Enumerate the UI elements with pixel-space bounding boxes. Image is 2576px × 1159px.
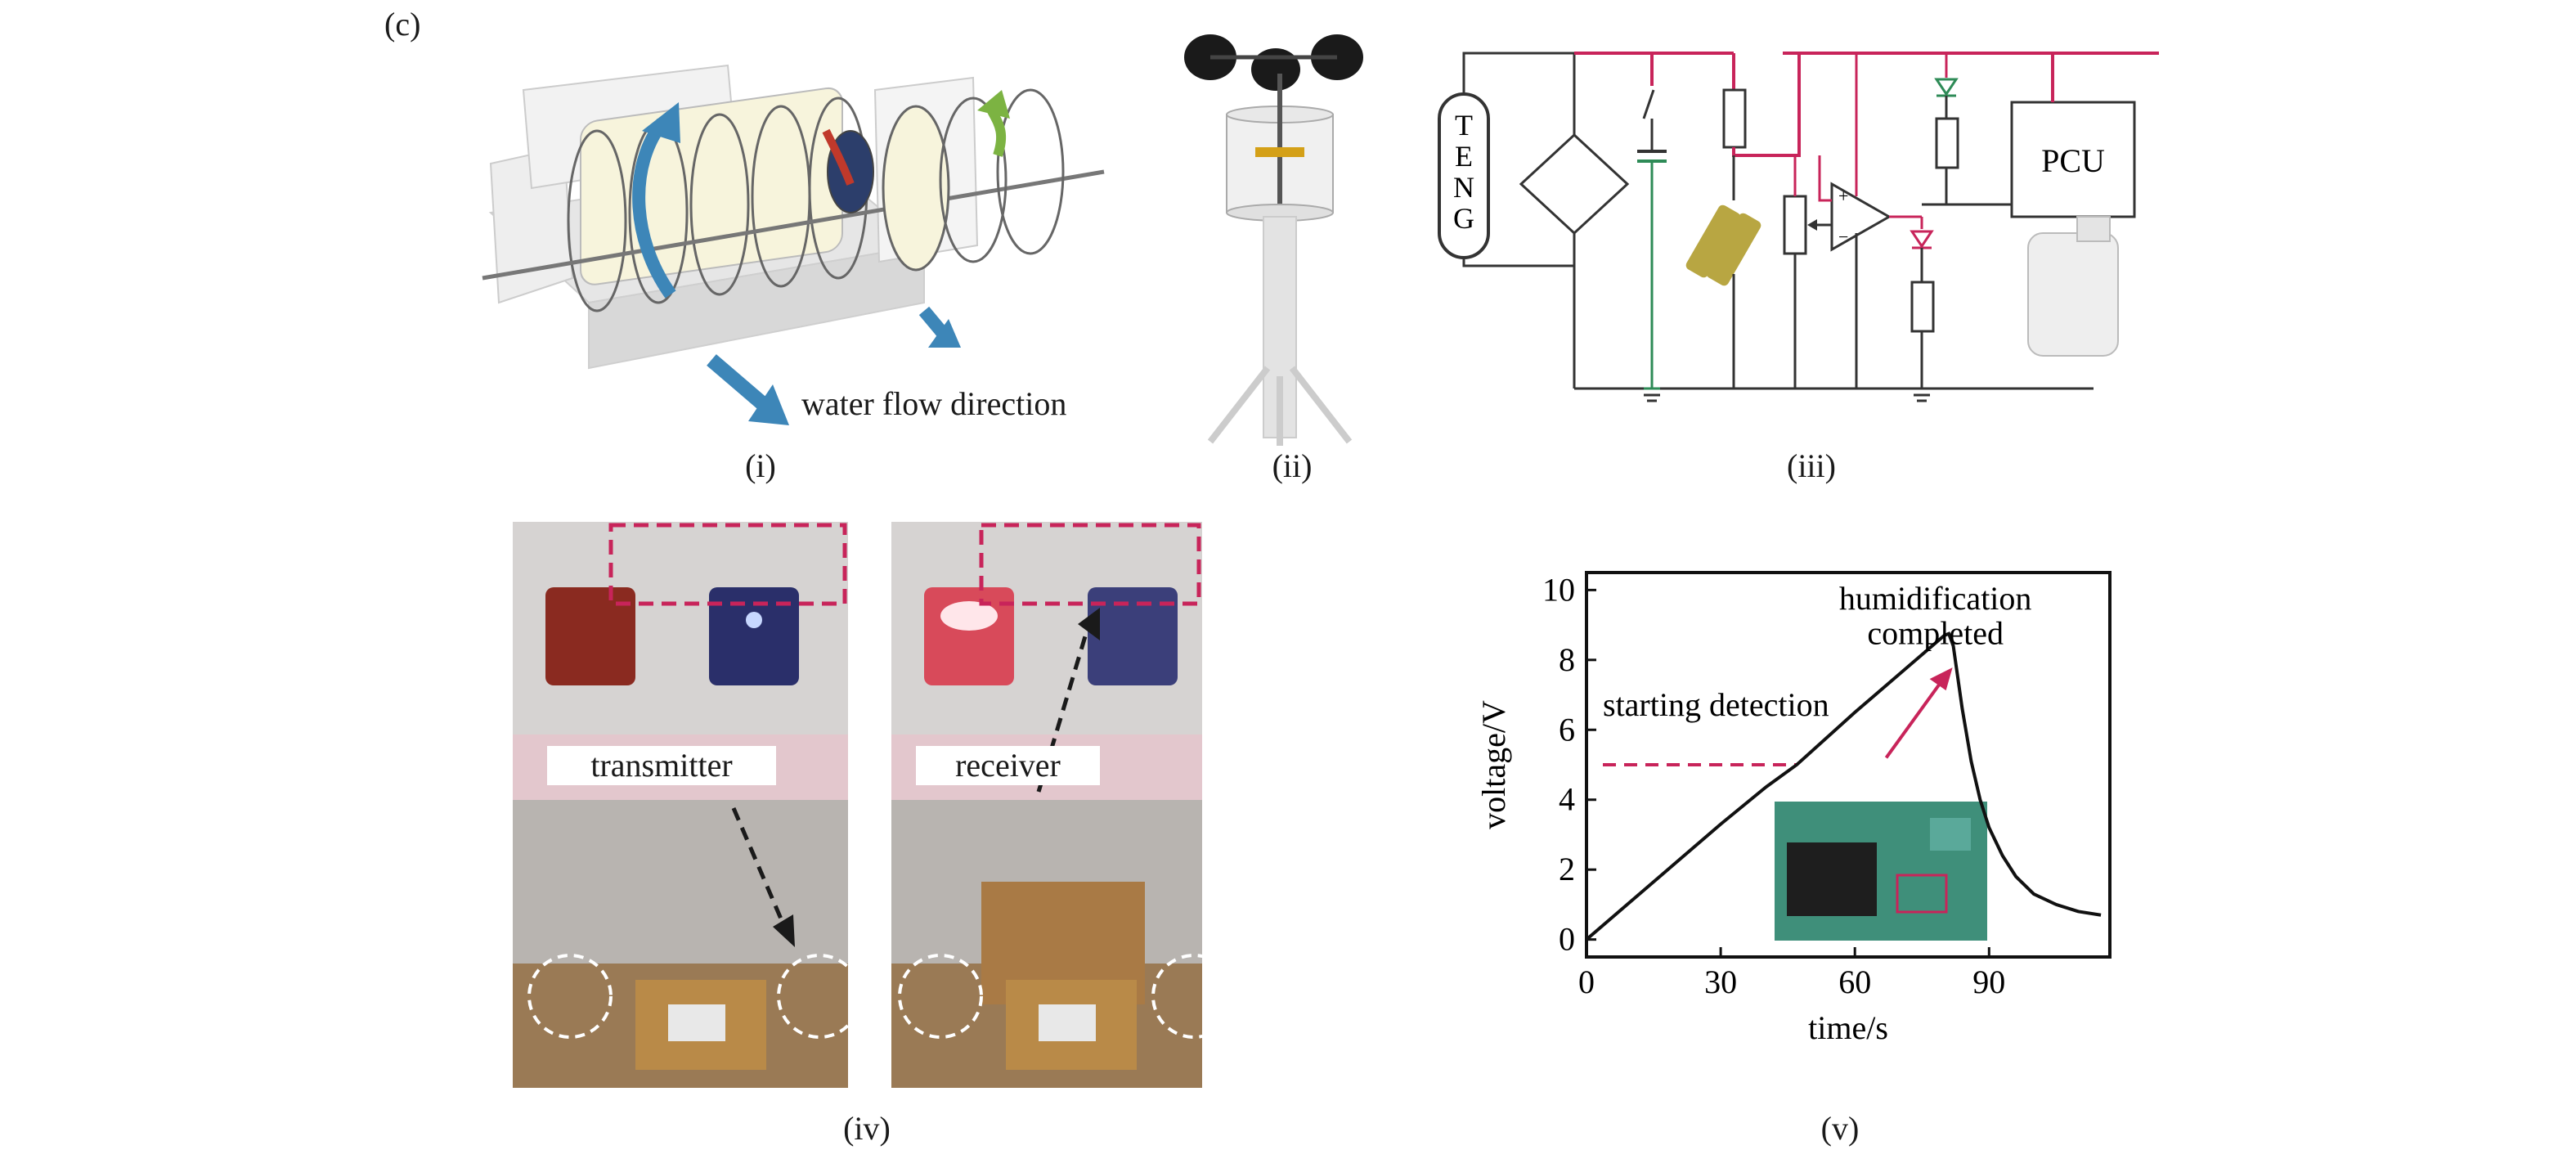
resistor-icon [1910, 281, 1935, 333]
svg-text:+: + [1838, 186, 1848, 206]
svg-text:−: − [1838, 227, 1848, 247]
annotation-completed: completed [1867, 615, 2004, 652]
photo-receiver: receiver [891, 522, 1202, 1088]
y-axis-label: voltage/V [1475, 700, 1512, 829]
receiver-caption: receiver [916, 746, 1100, 785]
annotation-arrow-icon [1884, 676, 1946, 759]
svg-text:G: G [1453, 202, 1474, 235]
x-tick-label: 60 [1838, 964, 1871, 1000]
subfigure-ii-illustration [1184, 34, 1363, 446]
svg-text:PCU: PCU [2041, 142, 2105, 179]
subfigure-i-illustration [482, 64, 1105, 425]
voltage-series-line [1585, 631, 2102, 941]
humidity-probe [1685, 204, 1741, 278]
pcu-box [2010, 101, 2136, 218]
subfigure-v-label: (v) [1820, 1110, 1860, 1147]
y-tick-label: 6 [1559, 711, 1575, 748]
resistor-icon [1722, 88, 1747, 149]
ground-icon [1644, 393, 1660, 402]
subfigure-i-label: (i) [745, 447, 776, 484]
ground-icon [1914, 393, 1930, 402]
red-led-icon [1910, 230, 1934, 249]
subfigure-iv-label: (iv) [843, 1110, 891, 1147]
dashed-circle [527, 954, 613, 1039]
anemometer-leg [1207, 366, 1271, 444]
x-tick-label: 30 [1704, 964, 1737, 1000]
water-flow-annotation: water flow direction [801, 385, 1067, 422]
rotation-arrow-blue-icon [632, 119, 676, 299]
annotation-arrowhead [1929, 667, 1953, 691]
annotation-starting-detection: starting detection [1603, 686, 1829, 723]
device-base-side [588, 244, 925, 370]
transmitter-caption: transmitter [547, 746, 776, 785]
anemometer-cup [1251, 48, 1300, 91]
device-blue [1088, 587, 1178, 685]
teng-cylinder-secondary [882, 88, 1065, 272]
dashed-circle [898, 954, 983, 1039]
shaft [482, 169, 1105, 281]
x-axis-label: time/s [1808, 1009, 1888, 1046]
green-led-icon [1934, 78, 1959, 97]
figure-label: (c) [384, 6, 421, 43]
rotation-arrow-red-icon [822, 128, 855, 186]
photo-transmitter: transmitter [513, 522, 848, 1088]
x-tick-label: 0 [1578, 964, 1595, 1000]
potentiometer-icon [1783, 195, 1807, 255]
inset-photo [1775, 802, 1987, 941]
dashed-highlight-box [979, 523, 1201, 606]
dashed-highlight-box [608, 523, 847, 606]
svg-text:E: E [1455, 140, 1473, 173]
svg-text:T: T [1455, 109, 1473, 142]
device-red [545, 587, 635, 685]
switch-icon [1642, 89, 1655, 119]
y-tick-label: 0 [1559, 921, 1575, 958]
y-tick-label: 10 [1542, 571, 1575, 608]
plot-frame [1585, 571, 2112, 959]
x-tick-label: 90 [1972, 964, 2005, 1000]
subfigure-iii-circuit: T E N G + − PCU [1438, 52, 2159, 402]
device-blue [709, 587, 799, 685]
annotation-humidification: humidification [1839, 580, 2032, 617]
y-tick-label: 8 [1559, 641, 1575, 678]
svg-text:N: N [1453, 171, 1474, 204]
y-tick-label: 2 [1559, 851, 1575, 887]
anemometer-leg [1289, 366, 1353, 444]
subfigure-ii-label: (ii) [1272, 447, 1313, 484]
resistor-icon [1935, 117, 1959, 169]
comparator-icon [1830, 182, 1892, 252]
subfigure-iii-label: (iii) [1787, 447, 1836, 484]
y-tick-label: 4 [1559, 781, 1575, 818]
water-flow-arrow-icon [707, 354, 774, 415]
bridge-rectifier [1519, 133, 1630, 236]
voltage-time-chart: 0 30 60 90 0 2 4 6 8 10 starting detection humidi… [1475, 571, 2112, 1046]
water-pump [2027, 232, 2119, 357]
